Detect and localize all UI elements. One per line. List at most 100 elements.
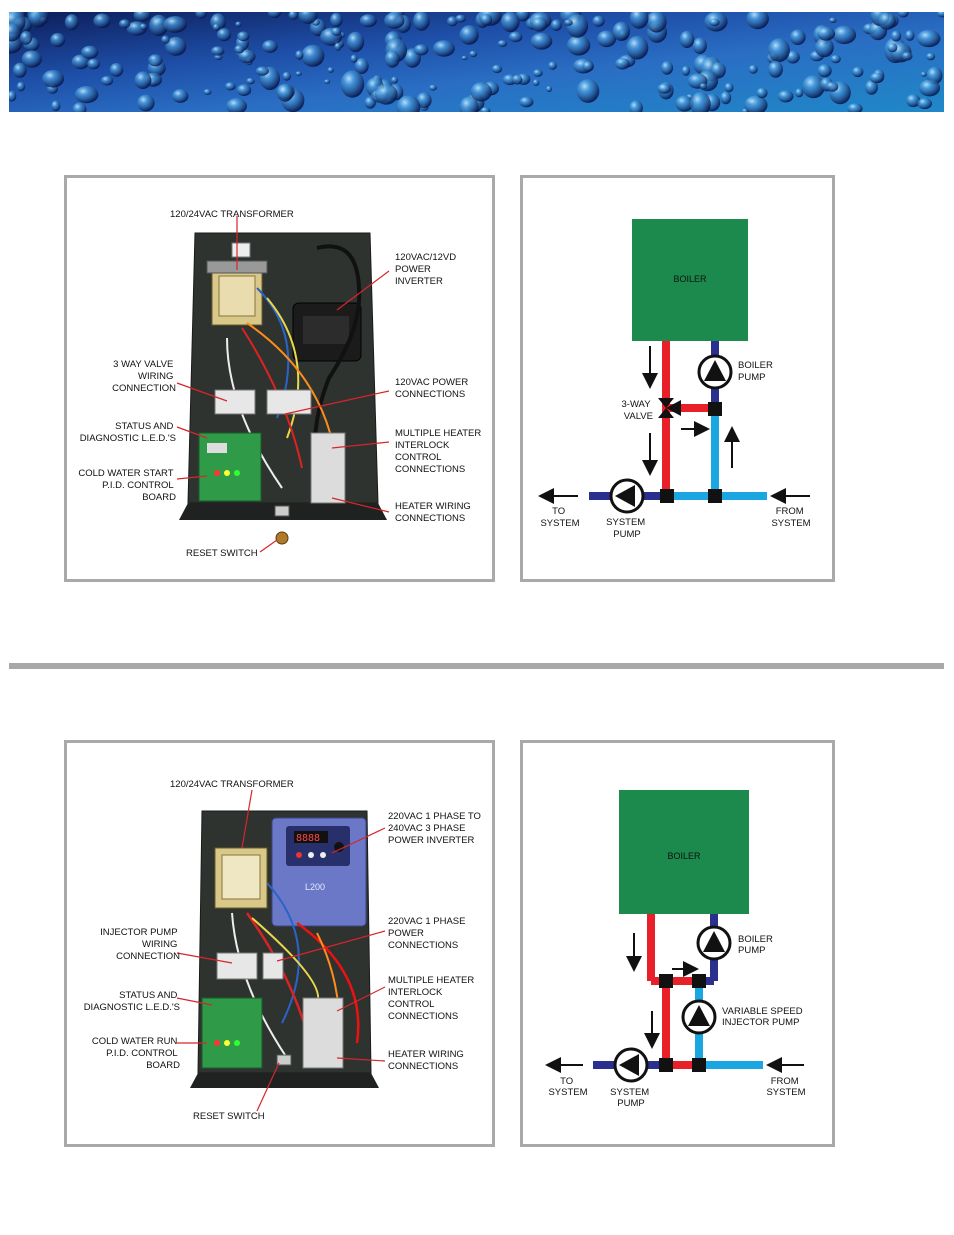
to-system-label: TO SYSTEM xyxy=(548,1076,587,1098)
water-droplet xyxy=(459,96,479,112)
water-droplet xyxy=(74,86,99,104)
water-droplet xyxy=(13,62,27,78)
water-droplet xyxy=(331,27,342,36)
boiler-pump-label: BOILER PUMP xyxy=(738,934,776,956)
water-droplet xyxy=(546,85,552,93)
water-droplet xyxy=(690,91,711,112)
water-droplet xyxy=(681,65,691,76)
water-droplet xyxy=(50,33,66,47)
water-droplet xyxy=(530,32,553,50)
water-droplet xyxy=(72,102,87,112)
boiler-label: BOILER xyxy=(673,274,707,284)
water-droplet xyxy=(675,95,694,112)
water-droplet xyxy=(777,90,794,103)
water-droplet xyxy=(384,12,405,29)
injector-pump-piping-diagram: BOILER BOILER PUMP xyxy=(520,740,835,1147)
water-droplet xyxy=(224,82,236,91)
water-droplet xyxy=(470,82,492,102)
system-pump-label: SYSTEM PUMP xyxy=(610,1087,652,1109)
water-droplet xyxy=(532,69,543,77)
water-droplet xyxy=(887,43,898,53)
label-heater-wiring: HEATER WIRING CONNECTIONS xyxy=(395,501,473,524)
valve-label: 3-WAY VALVE xyxy=(622,399,654,422)
label-power-connections: 220VAC 1 PHASE POWER CONNECTIONS xyxy=(388,916,468,951)
to-system-label: TO SYSTEM xyxy=(540,506,579,529)
water-droplet xyxy=(384,50,400,68)
water-droplet xyxy=(919,79,940,97)
label-inverter: 120VAC/12VD POWER INVERTER xyxy=(395,252,459,287)
water-droplet xyxy=(295,71,302,76)
water-droplet xyxy=(71,54,90,70)
water-droplet xyxy=(906,94,921,108)
water-droplet xyxy=(139,23,148,30)
water-droplet xyxy=(790,29,806,45)
water-droplet xyxy=(497,40,508,47)
water-droplet xyxy=(657,83,672,94)
water-droplet xyxy=(515,12,530,22)
water-droplet xyxy=(768,60,783,78)
water-droplet xyxy=(163,16,187,33)
water-droplet xyxy=(64,14,79,31)
water-droplet xyxy=(396,95,421,112)
water-droplet xyxy=(795,88,804,98)
piping-diagram-3way: BOILER BOILER P xyxy=(538,219,811,540)
water-droplet xyxy=(724,82,734,93)
water-droplet xyxy=(869,72,885,84)
piping-diagram-injector: BOILER BOILER PUMP xyxy=(545,790,806,1109)
water-droplet xyxy=(825,81,839,92)
water-droplet xyxy=(519,96,534,108)
water-droplet xyxy=(9,23,21,42)
water-droplet xyxy=(334,42,342,51)
water-droplet xyxy=(926,52,936,61)
water-droplet xyxy=(354,58,369,74)
water-droplet xyxy=(288,12,298,20)
water-droplet xyxy=(447,16,458,27)
from-system-label: FROM SYSTEM xyxy=(771,506,810,529)
water-droplet xyxy=(255,66,269,76)
water-droplet xyxy=(109,63,124,77)
water-droplet xyxy=(416,92,432,109)
water-droplet xyxy=(878,12,896,30)
section-divider xyxy=(9,663,944,669)
water-droplet xyxy=(262,40,278,53)
water-droplet xyxy=(566,14,589,38)
water-droplet xyxy=(501,12,520,33)
water-droplet xyxy=(829,17,837,23)
water-droplet xyxy=(852,66,864,78)
water-droplet xyxy=(744,95,768,112)
water-droplet xyxy=(917,98,932,110)
water-droplet xyxy=(629,100,643,112)
water-droplet xyxy=(905,30,915,41)
label-reset-switch: RESET SWITCH xyxy=(186,548,258,559)
water-droplet xyxy=(748,64,758,74)
injector-pump-label: VARIABLE SPEED INJECTOR PUMP xyxy=(722,1006,805,1028)
water-droplet xyxy=(901,51,913,61)
water-droplet xyxy=(455,14,466,23)
water-droplet xyxy=(865,80,878,95)
label-status-leds: STATUS AND DIAGNOSTIC L.E.D.'S xyxy=(84,990,180,1013)
water-droplet xyxy=(480,13,493,26)
water-droplet xyxy=(375,84,398,105)
water-droplet xyxy=(612,21,630,41)
water-droplet xyxy=(119,19,131,29)
control-panel-illustration: 120/24VAC TRANSFORMER 120VAC/12VD POWER … xyxy=(78,209,481,559)
water-droplet xyxy=(937,12,944,18)
label-control-board: COLD WATER START P.I.D. CONTROL BOARD xyxy=(78,468,176,503)
water-droplet xyxy=(246,77,255,85)
water-droplet xyxy=(203,89,212,95)
label-control-board: COLD WATER RUN P.I.D. CONTROL BOARD xyxy=(92,1036,180,1071)
water-droplet xyxy=(340,70,365,98)
water-droplet xyxy=(134,71,152,89)
water-droplet xyxy=(172,89,189,103)
water-droplet xyxy=(756,87,768,99)
water-droplet xyxy=(480,107,491,112)
water-droplet xyxy=(563,19,573,26)
water-droplet xyxy=(27,12,49,28)
cold-water-run-control-panel: 8888 L200 xyxy=(64,740,495,1147)
water-droplet xyxy=(592,15,605,27)
water-droplet xyxy=(81,45,99,59)
water-droplet xyxy=(709,18,720,27)
water-droplet xyxy=(660,61,674,75)
label-transformer: 120/24VAC TRANSFORMER xyxy=(170,779,294,790)
water-droplet xyxy=(830,54,841,64)
